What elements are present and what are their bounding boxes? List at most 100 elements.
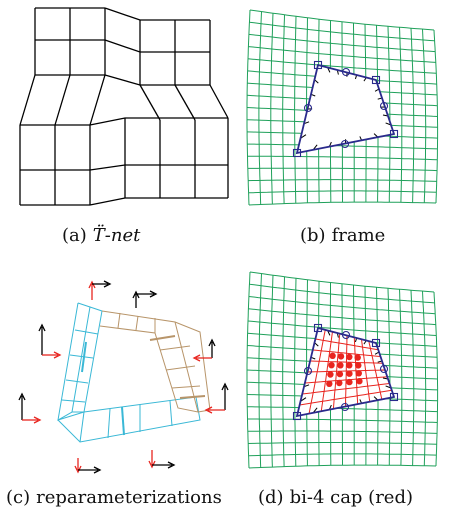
panel-a-tnet (19, 7, 229, 206)
grid-line (248, 464, 437, 469)
cap-dot (346, 370, 353, 377)
cap-line (353, 337, 359, 405)
caption-d: (d)bi-4 cap (red) (258, 487, 413, 508)
tnet-line (20, 197, 228, 206)
panel-b-frame (246, 9, 439, 206)
arrow-pair (148, 450, 176, 469)
grid-line (247, 167, 438, 172)
cap-dot (336, 370, 344, 378)
grid-line (247, 418, 438, 423)
panel-d-cap (246, 271, 439, 469)
panel-c-reparameterizations (18, 280, 229, 474)
caption-c-text: reparameterizations (36, 487, 222, 508)
grid-line (247, 155, 438, 161)
cap-markers (292, 323, 399, 421)
arrow-pair (18, 392, 42, 424)
tnet-line (20, 164, 228, 171)
arrow-pair (132, 290, 158, 308)
cap-dot (346, 378, 353, 386)
cap-dot (346, 353, 353, 361)
tnet-line (104, 39, 210, 53)
edge-marker (341, 67, 351, 77)
cap-dot (329, 352, 336, 359)
caption-a-text: T̈-net (92, 225, 141, 246)
grid-line (248, 442, 437, 445)
cap-line (304, 376, 388, 384)
grid-line (247, 430, 438, 434)
corner-marker (313, 60, 323, 70)
cap-dot (355, 370, 362, 377)
cap-line (361, 339, 371, 402)
grid-line (248, 201, 437, 206)
arrow-pair (88, 280, 112, 300)
edge-marker (379, 364, 389, 374)
cap-dot (337, 353, 345, 360)
grid-line (247, 320, 437, 336)
cap-dot (326, 380, 333, 387)
grid-line (247, 58, 437, 74)
cap-dot (337, 362, 344, 369)
cap-dot (356, 378, 363, 385)
cap-dot (346, 362, 353, 369)
tnet-line (174, 84, 196, 121)
axis-arrows (18, 280, 229, 474)
cap-control-points (326, 352, 363, 387)
tnet-line (19, 74, 36, 126)
caption-a: (a)T̈-net (62, 225, 140, 246)
caption-d-text: bi-4 cap (red) (289, 487, 413, 508)
grid-line (248, 453, 437, 457)
edge-marker (340, 402, 350, 412)
cap-line (302, 383, 390, 395)
tnet-line (54, 74, 71, 126)
caption-b-label: (b) (300, 225, 326, 246)
edge-marker (340, 139, 350, 149)
cap-dot (328, 362, 335, 369)
cap-line (368, 340, 383, 400)
tan-strip (99, 310, 211, 413)
cap-dot (327, 371, 334, 378)
grid-line (248, 46, 436, 63)
corner-marker (389, 129, 399, 139)
cap-dot (355, 362, 362, 369)
edge-marker (303, 366, 313, 376)
tnet-line (104, 7, 210, 21)
grid-line (249, 283, 435, 304)
corner-marker (389, 392, 399, 402)
corner-marker (371, 338, 381, 348)
tnet-line (20, 117, 228, 126)
caption-b-text: frame (331, 225, 386, 246)
tnet-line (89, 74, 106, 126)
arrow-pair (192, 338, 216, 362)
corner-marker (292, 148, 302, 158)
grid-line (248, 296, 436, 315)
caption-c: (c)reparameterizations (6, 487, 222, 508)
grid-line (249, 21, 435, 42)
caption-a-label: (a) (62, 225, 87, 246)
edge-marker (303, 103, 313, 113)
frame-hole (292, 60, 399, 158)
arrow-pair (38, 323, 62, 359)
grid-line (248, 190, 437, 194)
edge-marker (379, 101, 389, 111)
cap-dot (354, 354, 361, 361)
tnet-line (104, 74, 210, 86)
tnet-line (209, 84, 229, 119)
caption-c-label: (c) (6, 487, 31, 508)
grid-line (248, 179, 437, 182)
corner-marker (371, 75, 381, 85)
cap-line (299, 389, 392, 406)
corner-marker (313, 323, 323, 333)
grid-line (249, 271, 435, 293)
cap-dot (336, 379, 343, 387)
caption-d-label: (d) (258, 487, 284, 508)
corner-marker (292, 411, 302, 421)
grid-line (248, 33, 436, 53)
cap-line (307, 369, 386, 373)
frame-markers (292, 60, 399, 158)
cyan-strip (57, 302, 201, 443)
tnet-line (139, 84, 161, 121)
arrow-pair (204, 382, 229, 414)
grid-line (248, 308, 436, 326)
edge-marker (341, 330, 351, 340)
